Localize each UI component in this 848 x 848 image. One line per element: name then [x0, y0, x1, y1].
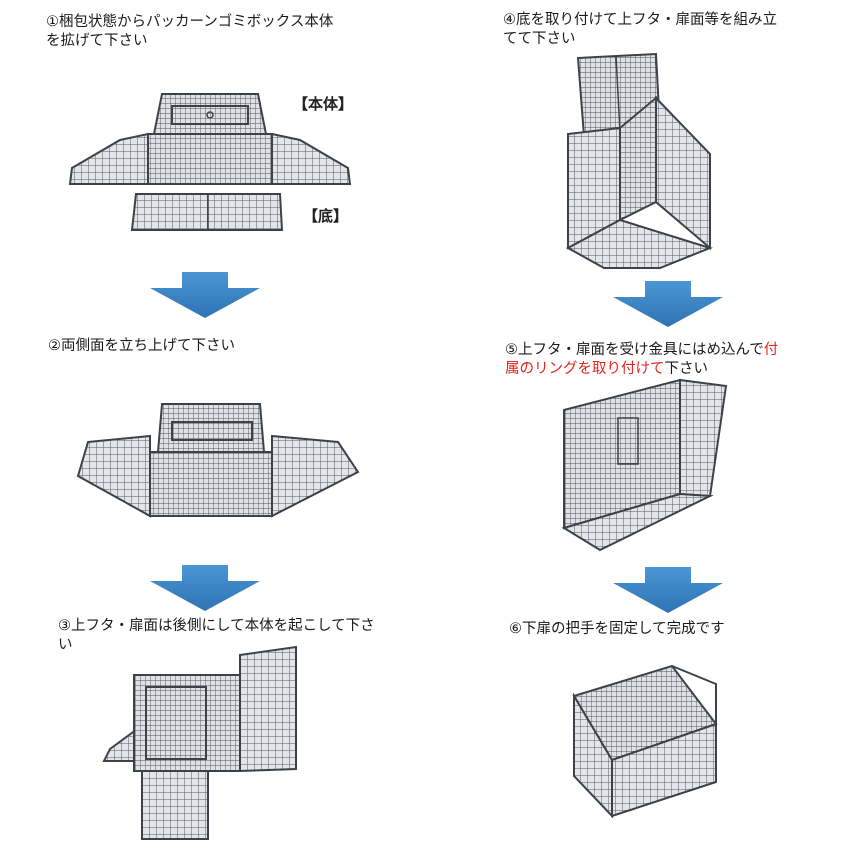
step2-line1: ②両側面を立ち上げて下さい — [48, 338, 235, 354]
step1-line2: を拡げて下さい — [46, 33, 148, 49]
step2-sides-raised-illustration — [76, 403, 360, 518]
step5-instruction: ⑤上フタ・扉面を受け金具にはめ込んで付 属のリングを取り付けて下さい — [505, 341, 778, 379]
step5-line1-text: ⑤上フタ・扉面を受け金具にはめ込んで — [505, 342, 764, 358]
step4-assembled-open-illustration — [565, 52, 713, 269]
step1-unfolded-box-illustration — [68, 93, 352, 231]
step4-line2: てて下さい — [503, 31, 576, 47]
down-arrow-icon — [150, 565, 260, 611]
step3-line1: ③上フタ・扉面は後側にして本体を起こして下さ — [58, 618, 375, 634]
step1-line1: ①梱包状態からパッカーンゴミボックス本体 — [46, 14, 334, 30]
body-label: 【本体】 — [293, 95, 354, 113]
step3-line2: い — [58, 637, 73, 653]
step6-instruction: ⑥下扉の把手を固定して完成です — [509, 620, 725, 639]
step3-instruction: ③上フタ・扉面は後側にして本体を起こして下さ い — [58, 617, 375, 655]
step5-line2-text: 下さい — [664, 361, 709, 377]
down-arrow-icon — [150, 272, 260, 318]
step1-instruction: ①梱包状態からパッカーンゴミボックス本体 を拡げて下さい — [46, 13, 333, 51]
down-arrow-icon — [613, 567, 723, 613]
bottom-label: 【底】 — [303, 207, 349, 225]
step5-lid-attached-illustration — [561, 378, 728, 552]
step5-line1-highlight: 付 — [763, 342, 779, 358]
step4-line1: ④底を取り付けて上フタ・扉面等を組み立 — [503, 12, 777, 28]
step5-line2-highlight: 属のリングを取り付けて — [505, 361, 665, 377]
step4-instruction: ④底を取り付けて上フタ・扉面等を組み立 てて下さい — [503, 11, 777, 49]
step6-line1: ⑥下扉の把手を固定して完成です — [509, 621, 725, 637]
down-arrow-icon — [613, 281, 723, 327]
step2-instruction: ②両側面を立ち上げて下さい — [48, 337, 235, 356]
step3-box-upright-illustration — [102, 645, 297, 840]
step6-completed-box-illustration — [572, 664, 718, 819]
